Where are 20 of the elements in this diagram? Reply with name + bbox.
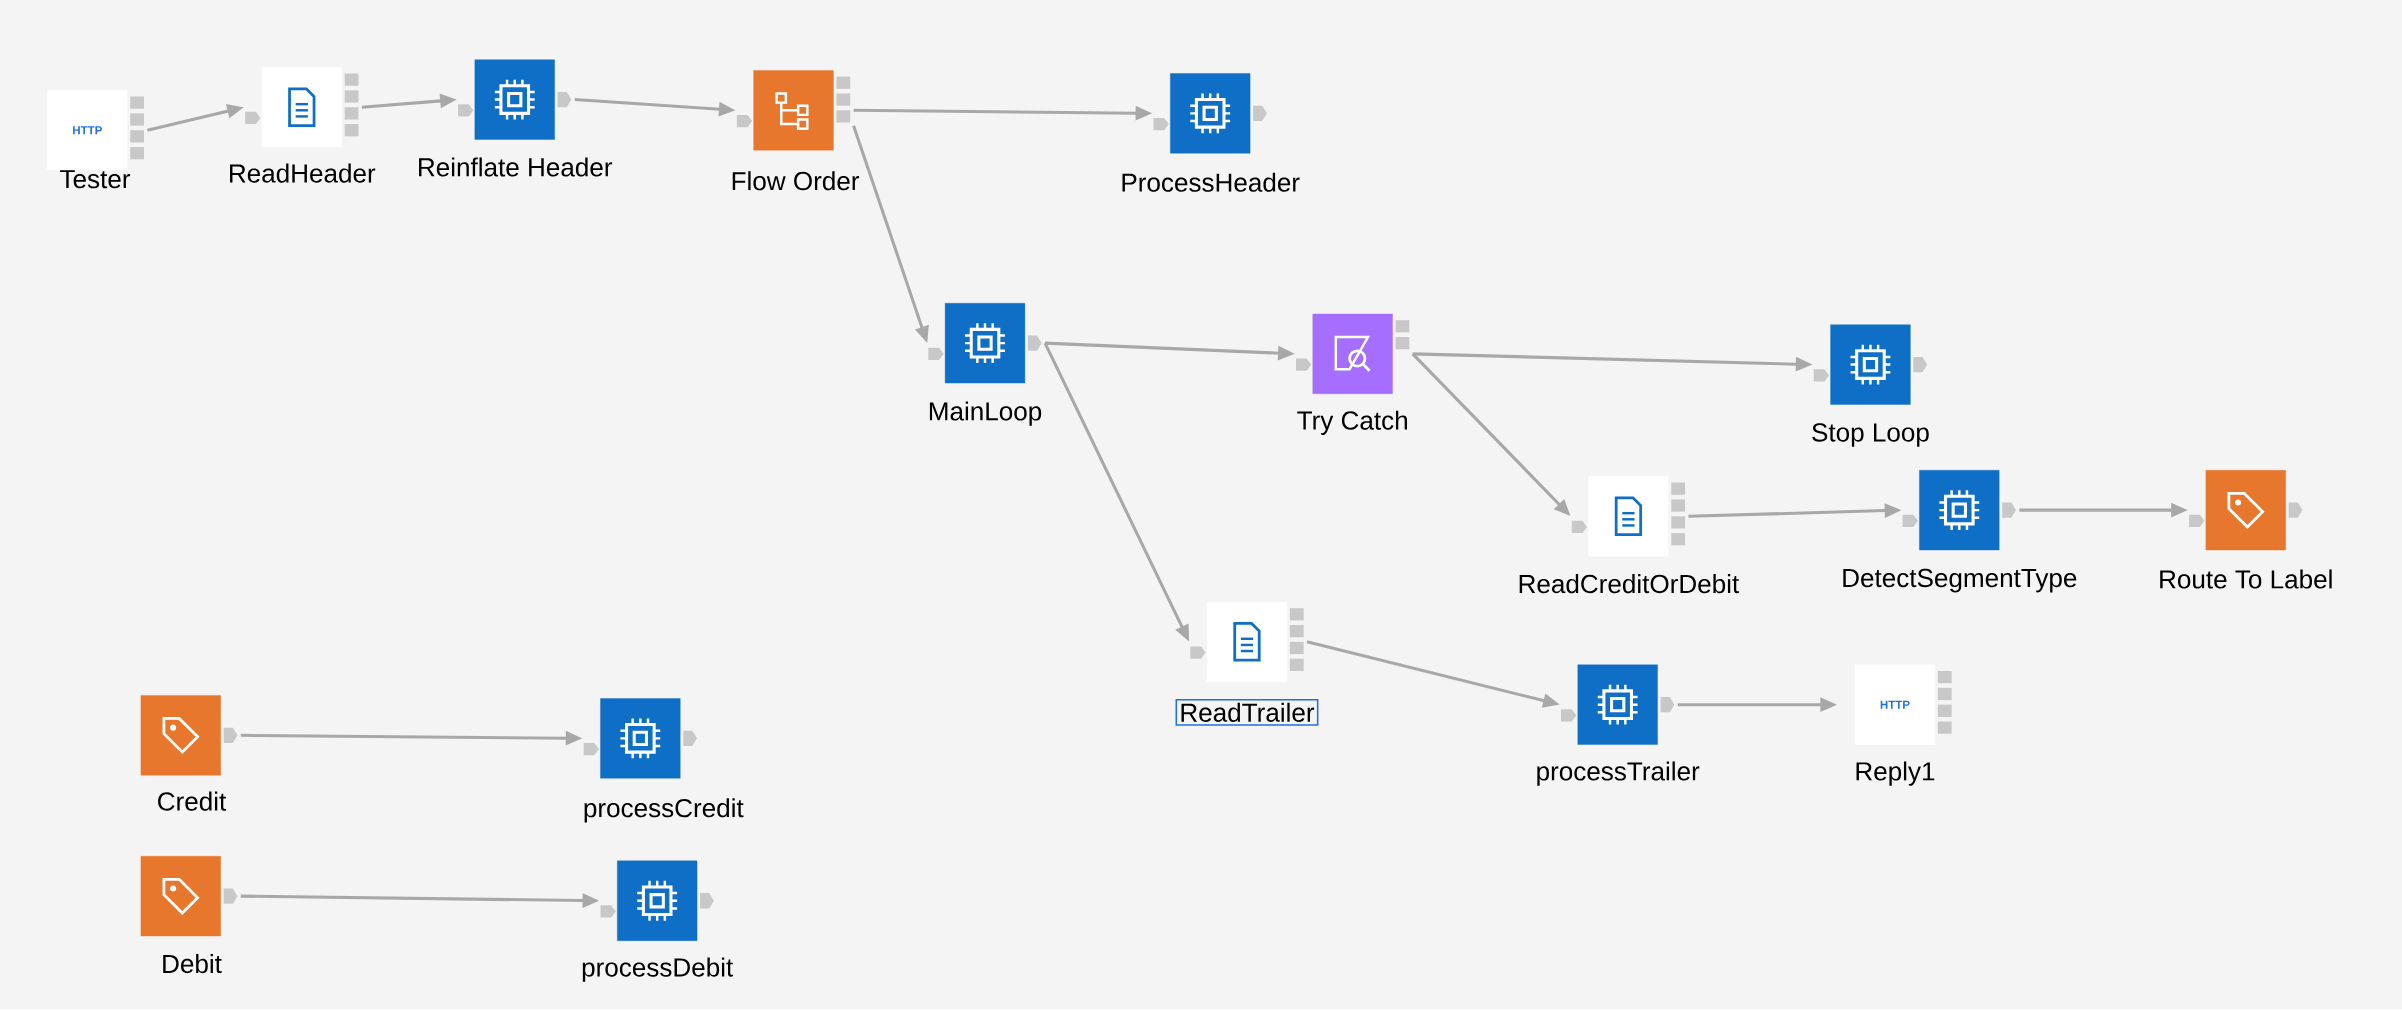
node-label: processCredit [584, 798, 744, 823]
node-label: MainLoop [929, 401, 1042, 426]
node-label: Credit [158, 791, 227, 811]
node-label: ProcessHeader [1122, 172, 1300, 193]
node-label: Route To Label [2160, 569, 2332, 589]
node-label: ReadTrailer [1175, 699, 1319, 726]
node-label: Tester [60, 170, 131, 189]
node-label: Reply1 [1856, 761, 1935, 786]
node-label: DetectSegmentType [1843, 569, 2077, 593]
node-label: Try Catch [1297, 410, 1407, 436]
icon-box: HTTP [1854, 664, 1936, 745]
node-label: Stop Loop [1812, 423, 1929, 448]
node-label: ReadCreditOrDebit [1519, 574, 1740, 594]
node-label: Debit [163, 954, 222, 974]
node-label: processDebit [582, 957, 734, 983]
node-label: ReadHeader [230, 163, 376, 183]
node-label: processTrailer [1537, 761, 1700, 786]
node-label: Reinflate Header [419, 157, 613, 177]
icon-box: HTTP [47, 90, 128, 171]
node-label: Flow Order [732, 171, 860, 191]
